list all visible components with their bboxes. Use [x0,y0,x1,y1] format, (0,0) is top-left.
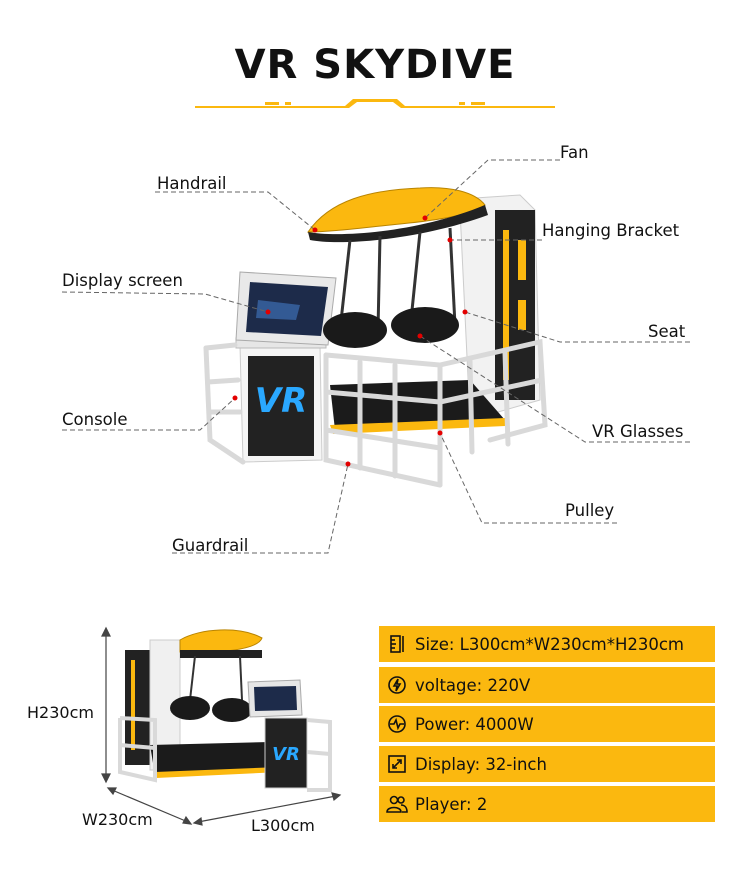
spec-row-player: Player: 2 [379,786,715,822]
label-display-screen: Display screen [62,271,183,290]
leader-dots [232,215,468,467]
spec-row-size: Size: L300cm*W230cm*H230cm [379,626,715,662]
small-platform [150,742,280,775]
canopy [307,187,488,243]
hanging-bracket [338,227,457,331]
dimension-arrows [101,626,342,826]
small-guardrail [118,716,332,792]
small-canopy [179,629,263,653]
spec-text: Player: 2 [415,794,488,814]
spec-row-display: Display: 32-inch [379,746,715,782]
seat-right [391,307,459,343]
pulse-icon [379,706,415,742]
platform-base [330,380,505,430]
users-icon [379,786,415,822]
ruler-icon [379,626,415,662]
spec-text: Size: L300cm*W230cm*H230cm [415,634,685,654]
spec-text: Display: 32-inch [415,754,547,774]
expand-icon [379,746,415,782]
spec-row-voltage: voltage: 220V [379,667,715,703]
spec-text: voltage: 220V [415,675,531,695]
display-screen [235,271,337,346]
label-seat: Seat [648,322,686,341]
label-guardrail: Guardrail [172,536,249,555]
label-hanging-bracket: Hanging Bracket [542,221,680,240]
label-handrail: Handrail [157,174,227,193]
dimension-width: W230cm [82,810,153,829]
spec-row-power: Power: 4000W [379,706,715,742]
title-underline-decoration [195,99,555,108]
machine-illustration: VR [61,159,690,554]
bolt-icon [379,667,415,703]
small-vr-logo: VR [272,744,300,765]
spec-text: Power: 4000W [415,714,534,734]
small-seat-left [170,696,210,720]
seat-left [323,312,387,348]
dimension-length: L300cm [251,816,315,835]
page-title: VR SKYDIVE [234,42,516,88]
leader-lines [61,159,690,554]
label-vr-glasses: VR Glasses [592,422,684,441]
label-console: Console [62,410,128,429]
label-pulley: Pulley [565,501,615,520]
small-tower [125,639,181,771]
dimension-height: H230cm [27,703,94,722]
small-seat-right [212,698,252,722]
label-fan: Fan [560,143,589,162]
guardrail [203,338,548,488]
small-screen [247,679,303,718]
console-cabinet: VR [235,337,327,463]
vr-logo: VR [255,381,308,421]
small-console [264,717,308,789]
